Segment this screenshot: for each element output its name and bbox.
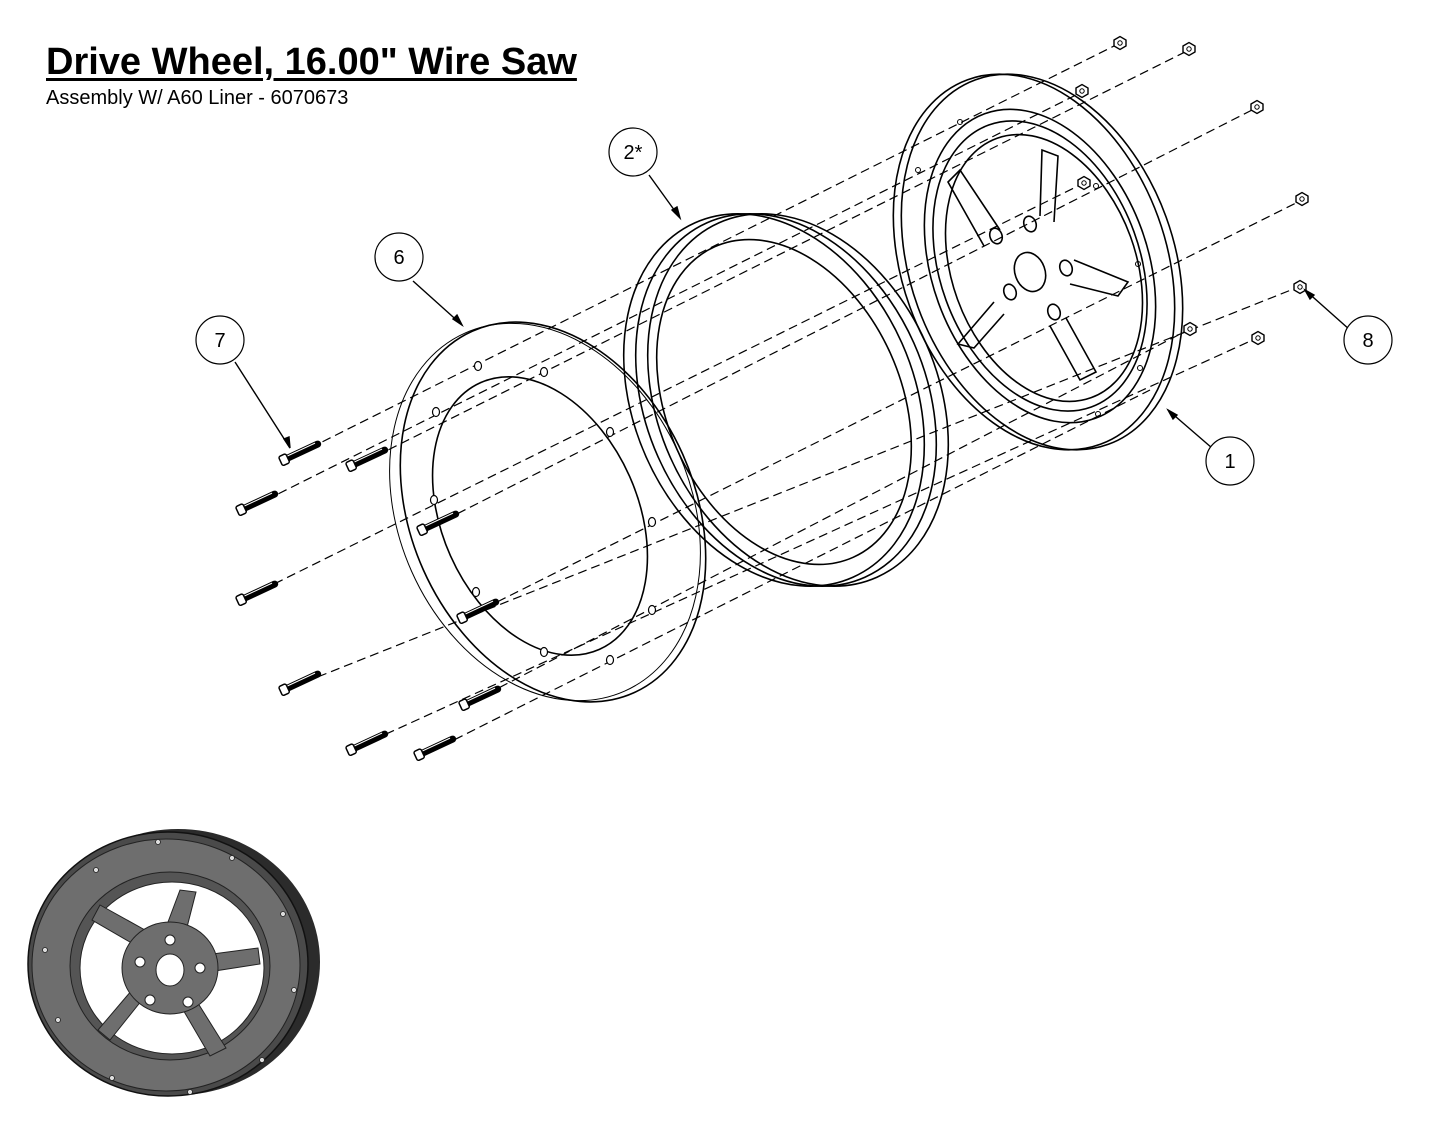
bolt-10 xyxy=(413,735,454,761)
bolt-5 xyxy=(235,580,276,606)
drive-wheel-part-1 xyxy=(892,73,1184,451)
diagram-title: Drive Wheel, 16.00" Wire Saw xyxy=(46,41,577,83)
assembled-wheel-render xyxy=(27,829,320,1097)
callout-balloon-2: 2* xyxy=(608,127,658,177)
nut-8 xyxy=(1183,321,1197,337)
bolt-9 xyxy=(345,730,386,756)
nuts-part-8 xyxy=(1075,35,1309,346)
callout-label-2: 2* xyxy=(624,142,643,164)
bolt-3 xyxy=(235,490,276,516)
callout-label-7: 7 xyxy=(214,330,225,352)
bolt-1 xyxy=(278,440,319,466)
nut-7 xyxy=(1293,279,1307,295)
callout-balloon-7: 7 xyxy=(195,315,245,365)
diagram-subtitle: Assembly W/ A60 Liner - 6070673 xyxy=(46,87,349,109)
bolts-part-7 xyxy=(235,440,499,761)
callout-label-6: 6 xyxy=(393,247,404,269)
callout-balloon-1: 1 xyxy=(1205,436,1255,486)
clamp-ring-part-6 xyxy=(389,321,707,703)
bolt-7 xyxy=(278,670,319,696)
callout-balloon-8: 8 xyxy=(1343,315,1393,365)
callout-balloon-6: 6 xyxy=(374,232,424,282)
nut-3 xyxy=(1075,83,1089,99)
nut-6 xyxy=(1295,191,1309,207)
callout-label-8: 8 xyxy=(1362,330,1373,352)
nut-9 xyxy=(1251,330,1265,346)
nut-5 xyxy=(1077,175,1091,191)
nut-4 xyxy=(1250,99,1264,115)
nut-2 xyxy=(1182,41,1196,57)
liner-part-2 xyxy=(622,213,950,587)
callout-label-1: 1 xyxy=(1224,451,1235,473)
bolt-axis-lines xyxy=(261,43,1303,747)
nut-1 xyxy=(1113,35,1127,51)
callout-leaders xyxy=(234,174,1351,449)
